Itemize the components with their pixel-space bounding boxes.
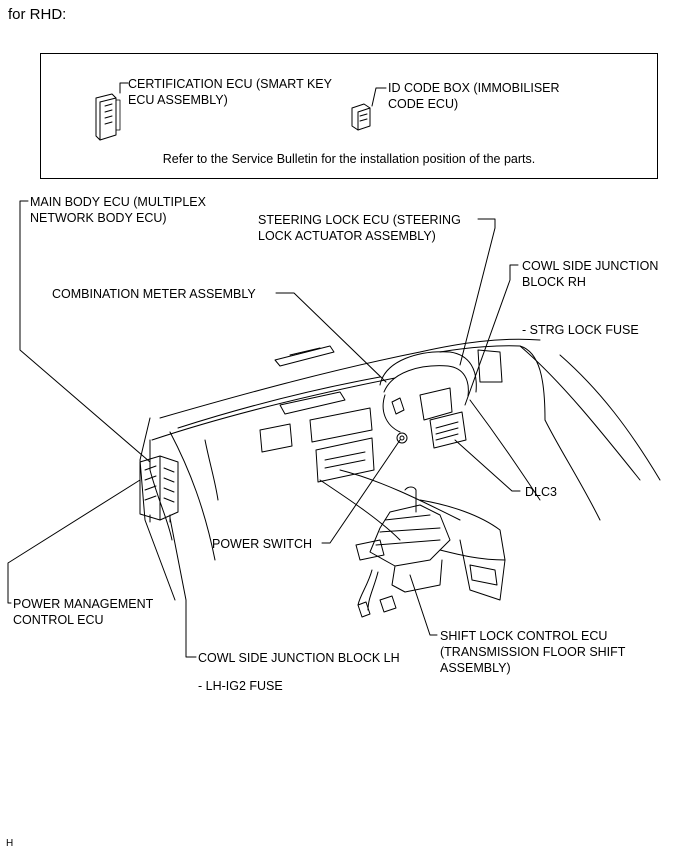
- shift-lock-ecu-label: SHIFT LOCK CONTROL ECU (TRANSMISSION FLO…: [440, 629, 626, 675]
- certification-ecu-icon: [95, 93, 121, 141]
- certification-ecu-leader: [119, 82, 129, 94]
- reference-box: Refer to the Service Bulletin for the in…: [40, 53, 658, 179]
- certification-ecu-label: CERTIFICATION ECU (SMART KEY ECU ASSEMBL…: [128, 77, 332, 107]
- id-code-box-icon: [351, 103, 371, 131]
- reference-note: Refer to the Service Bulletin for the in…: [162, 152, 536, 166]
- page-title: for RHD:: [8, 6, 67, 23]
- id-code-box-leader: [371, 87, 387, 107]
- leader-lines: [7, 200, 521, 658]
- main-body-ecu-label: MAIN BODY ECU (MULTIPLEX NETWORK BODY EC…: [30, 195, 206, 225]
- power-switch-label: POWER SWITCH: [212, 537, 312, 551]
- figure-code: H: [6, 838, 14, 849]
- combination-meter-label: COMBINATION METER ASSEMBLY: [52, 287, 256, 301]
- main-body-ecu-icon: [139, 455, 179, 523]
- shift-lock-ecu-icon: [355, 486, 451, 618]
- dlc3-label: DLC3: [525, 485, 557, 499]
- steering-lock-ecu-label: STEERING LOCK ECU (STEERING LOCK ACTUATO…: [258, 213, 461, 243]
- id-code-box-label: ID CODE BOX (IMMOBILISER CODE ECU): [388, 81, 560, 111]
- power-management-ecu-label: POWER MANAGEMENT CONTROL ECU: [13, 597, 154, 627]
- strg-lock-fuse-label: - STRG LOCK FUSE: [522, 323, 639, 337]
- combination-meter-icon: [379, 351, 477, 449]
- lh-ig2-fuse-label: - LH-IG2 FUSE: [198, 679, 283, 693]
- cowl-side-jb-lh-label: COWL SIDE JUNCTION BLOCK LH: [198, 651, 400, 665]
- cowl-side-jb-rh-label: COWL SIDE JUNCTION BLOCK RH: [522, 259, 659, 289]
- dashboard-body: [139, 338, 661, 601]
